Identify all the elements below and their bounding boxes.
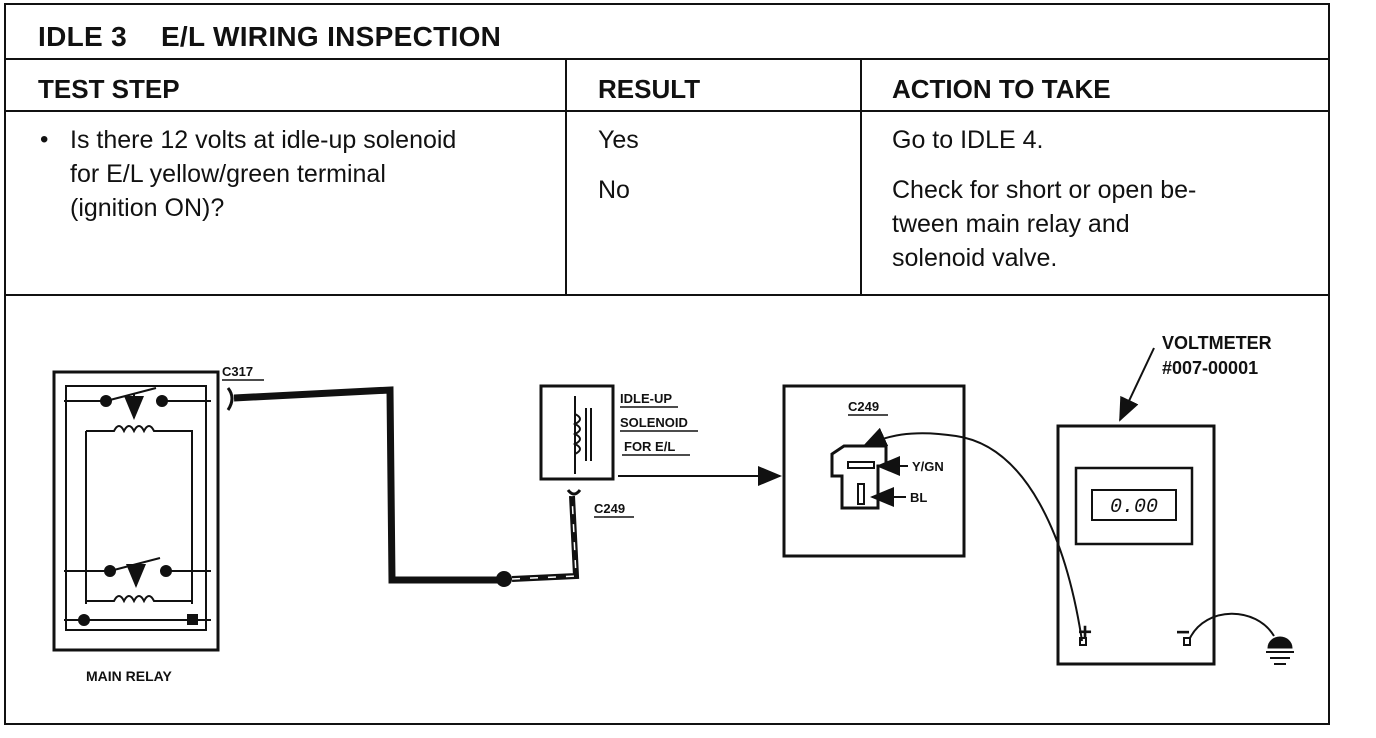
voltmeter-display: 0.00 (1110, 496, 1158, 519)
result-no: No (598, 176, 630, 204)
solenoid-label-line: IDLE-UP (620, 391, 672, 406)
ground-icon (1266, 636, 1294, 665)
column-divider (860, 60, 862, 296)
wire-yellow-green-label: Y/GN (912, 459, 944, 474)
action-no: Check for short or open be- tween main r… (892, 173, 1196, 275)
action-line: solenoid valve. (892, 244, 1058, 272)
result-yes: Yes (598, 126, 639, 154)
bullet: • (40, 126, 49, 153)
connector-c249-label: C249 (594, 501, 625, 516)
action-line: Check for short or open be- (892, 176, 1197, 204)
test-step-line: (ignition ON)? (70, 194, 225, 222)
voltmeter-label-line: #007-00001 (1162, 358, 1258, 378)
voltmeter-label-line: VOLTMETER (1162, 333, 1272, 353)
idle-up-solenoid (539, 384, 615, 481)
test-step-line: Is there 12 volts at idle-up solenoid (70, 126, 457, 154)
test-step-line: for E/L yellow/green terminal (70, 160, 386, 188)
wiring-diagram: MAIN RELAY C317 IDLE-UP SOLENOID FOR E (6, 296, 1328, 725)
negative-terminal-label: − (1176, 619, 1190, 646)
solenoid-label-line: SOLENOID (620, 415, 688, 430)
inspection-sheet: IDLE 3 E/L WIRING INSPECTION TEST STEP RE… (4, 3, 1330, 725)
action-line: tween main relay and (892, 210, 1130, 238)
voltmeter (1056, 424, 1216, 666)
page-title: IDLE 3 E/L WIRING INSPECTION (38, 21, 501, 53)
column-divider (565, 60, 567, 296)
column-header-test-step: TEST STEP (38, 74, 180, 104)
connector-detail-label: C249 (848, 399, 879, 414)
step-title: E/L WIRING INSPECTION (160, 21, 502, 52)
column-header-result: RESULT (598, 74, 701, 104)
test-step-cell: Is there 12 volts at idle-up solenoid fo… (70, 123, 456, 225)
connector-c317-label: C317 (222, 364, 253, 379)
positive-probe-lead (862, 427, 1083, 642)
main-relay-label: MAIN RELAY (86, 668, 172, 684)
wire-main-relay-to-solenoid (233, 386, 504, 584)
negative-probe-lead (1189, 612, 1275, 639)
title-row: IDLE 3 E/L WIRING INSPECTION (6, 5, 1328, 60)
table-header-row: TEST STEP RESULT ACTION TO TAKE (6, 60, 1328, 112)
solenoid-label-line: FOR E/L (624, 439, 675, 454)
table-row: • Is there 12 volts at idle-up solenoid … (6, 112, 1328, 296)
wire-blue-label: BL (910, 490, 927, 505)
positive-terminal-label: + (1078, 619, 1092, 646)
step-number: 3 (111, 21, 127, 52)
procedure-name: IDLE (38, 21, 103, 52)
action-yes: Go to IDLE 4. (892, 126, 1044, 154)
column-header-action: ACTION TO TAKE (892, 74, 1111, 104)
main-relay (52, 370, 220, 652)
